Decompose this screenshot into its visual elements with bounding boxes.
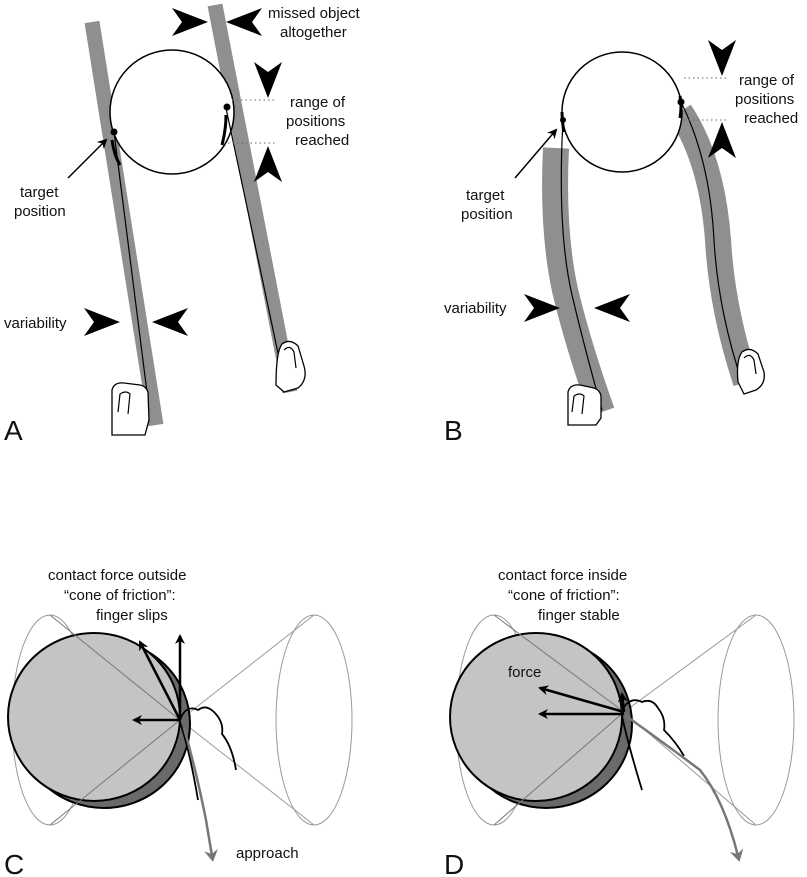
range-label-line1: range of: [290, 94, 346, 111]
friction-cone-edge-lu: [49, 614, 181, 721]
variability-arrowhead-left-b: [524, 294, 560, 322]
range-arc-right: [220, 114, 228, 146]
range-label-line2: positions: [286, 113, 345, 130]
hand-right-b: [736, 348, 765, 395]
friction-cone-edge-rd: [179, 719, 315, 826]
panel-c: contact force outside “cone of friction”…: [4, 567, 353, 877]
range-arrowhead-top: [254, 62, 282, 98]
panel-b: range of positions reached target positi…: [444, 40, 798, 446]
finger-c: [179, 706, 237, 771]
friction-cone-edge-ld-d: [493, 711, 625, 826]
friction-cone-right-ellipse: [275, 614, 353, 826]
title-c-line1: contact force outside: [48, 567, 186, 584]
range-arc-left: [110, 139, 122, 166]
hand-left: [111, 382, 150, 436]
friction-cone-edge-lu-d: [493, 614, 625, 713]
approach-path-d: [625, 714, 744, 862]
hand-left-finger: [117, 391, 131, 415]
reach-trajectory-right-b: [680, 101, 743, 383]
range-label-line3-b: reached: [744, 110, 798, 127]
finger-d: [621, 699, 685, 757]
panel-letter-b: B: [444, 415, 463, 446]
approach-path-c: [182, 727, 218, 862]
hand-left-finger-b: [571, 393, 585, 415]
target-object-circle-b: [561, 51, 683, 173]
finger-d-back: [621, 715, 643, 791]
tangential-force-arrow-d: [617, 692, 628, 713]
range-arc-right-b: [678, 95, 683, 119]
hand-right-finger-b: [743, 354, 757, 375]
variability-arrowhead-left: [84, 308, 120, 336]
missed-arrowhead-left: [172, 8, 208, 36]
target-pointer-arrow-b: [514, 128, 558, 179]
object-disk-face: [7, 632, 181, 802]
title-d-line1: contact force inside: [498, 567, 627, 584]
target-label-line2-b: position: [461, 206, 513, 223]
target-pointer-arrow: [67, 138, 108, 179]
approach-label: approach: [236, 845, 299, 862]
target-contact-dot: [110, 128, 118, 136]
panel-a: missed object altogether range of positi…: [4, 3, 361, 446]
reached-contact-dot: [223, 103, 231, 111]
target-label-line1-b: target: [466, 187, 505, 204]
missed-arrowhead-right: [226, 8, 262, 36]
range-label-line3: reached: [295, 132, 349, 149]
friction-cone-edge-ld: [49, 719, 181, 826]
variability-arrowhead-right-b: [594, 294, 630, 322]
variability-band-right: [207, 3, 298, 394]
target-label-line1: target: [20, 184, 59, 201]
range-arrowhead-top-b: [708, 40, 736, 76]
reach-trajectory-left: [113, 131, 149, 401]
range-arc-left-b: [560, 111, 566, 133]
variability-label: variability: [4, 315, 67, 332]
panel-letter-c: C: [4, 849, 24, 877]
contact-force-arrow-d: [538, 685, 625, 714]
title-d-line3: finger stable: [538, 607, 620, 624]
range-arrowhead-bottom-b: [708, 122, 736, 158]
object-disk-face-d: [449, 632, 623, 802]
panel-letter-d: D: [444, 849, 464, 877]
range-arrowhead-bottom: [254, 146, 282, 182]
friction-cone-edge-ru: [179, 614, 315, 721]
title-d-line2: “cone of friction”:: [508, 587, 620, 604]
variability-label-b: variability: [444, 300, 507, 317]
panel-d: contact force inside “cone of friction”:…: [444, 567, 795, 877]
friction-cone-edge-ru-d: [623, 614, 757, 713]
panel-letter-a: A: [4, 415, 23, 446]
hand-right: [275, 340, 306, 393]
hand-right-finger: [283, 346, 297, 369]
reach-trajectory-right: [225, 107, 283, 373]
force-label: force: [508, 664, 541, 681]
friction-cone-right-ellipse-d: [717, 614, 795, 826]
target-label-line2: position: [14, 203, 66, 220]
missed-label-line2: altogether: [280, 24, 347, 41]
variability-band-right-curved: [669, 104, 759, 387]
contact-force-arrow: [138, 640, 182, 721]
range-label-line1-b: range of: [739, 72, 795, 89]
missed-label-line1: missed object: [268, 5, 361, 22]
range-label-line2-b: positions: [735, 91, 794, 108]
title-c-line3: finger slips: [96, 607, 168, 624]
variability-band-left-curved: [542, 147, 615, 417]
variability-band-left: [84, 20, 164, 427]
title-c-line2: “cone of friction”:: [64, 587, 176, 604]
target-object-circle: [109, 49, 235, 175]
reach-trajectory-left-b: [560, 119, 603, 411]
finger-c-back: [179, 721, 199, 801]
variability-arrowhead-right: [152, 308, 188, 336]
